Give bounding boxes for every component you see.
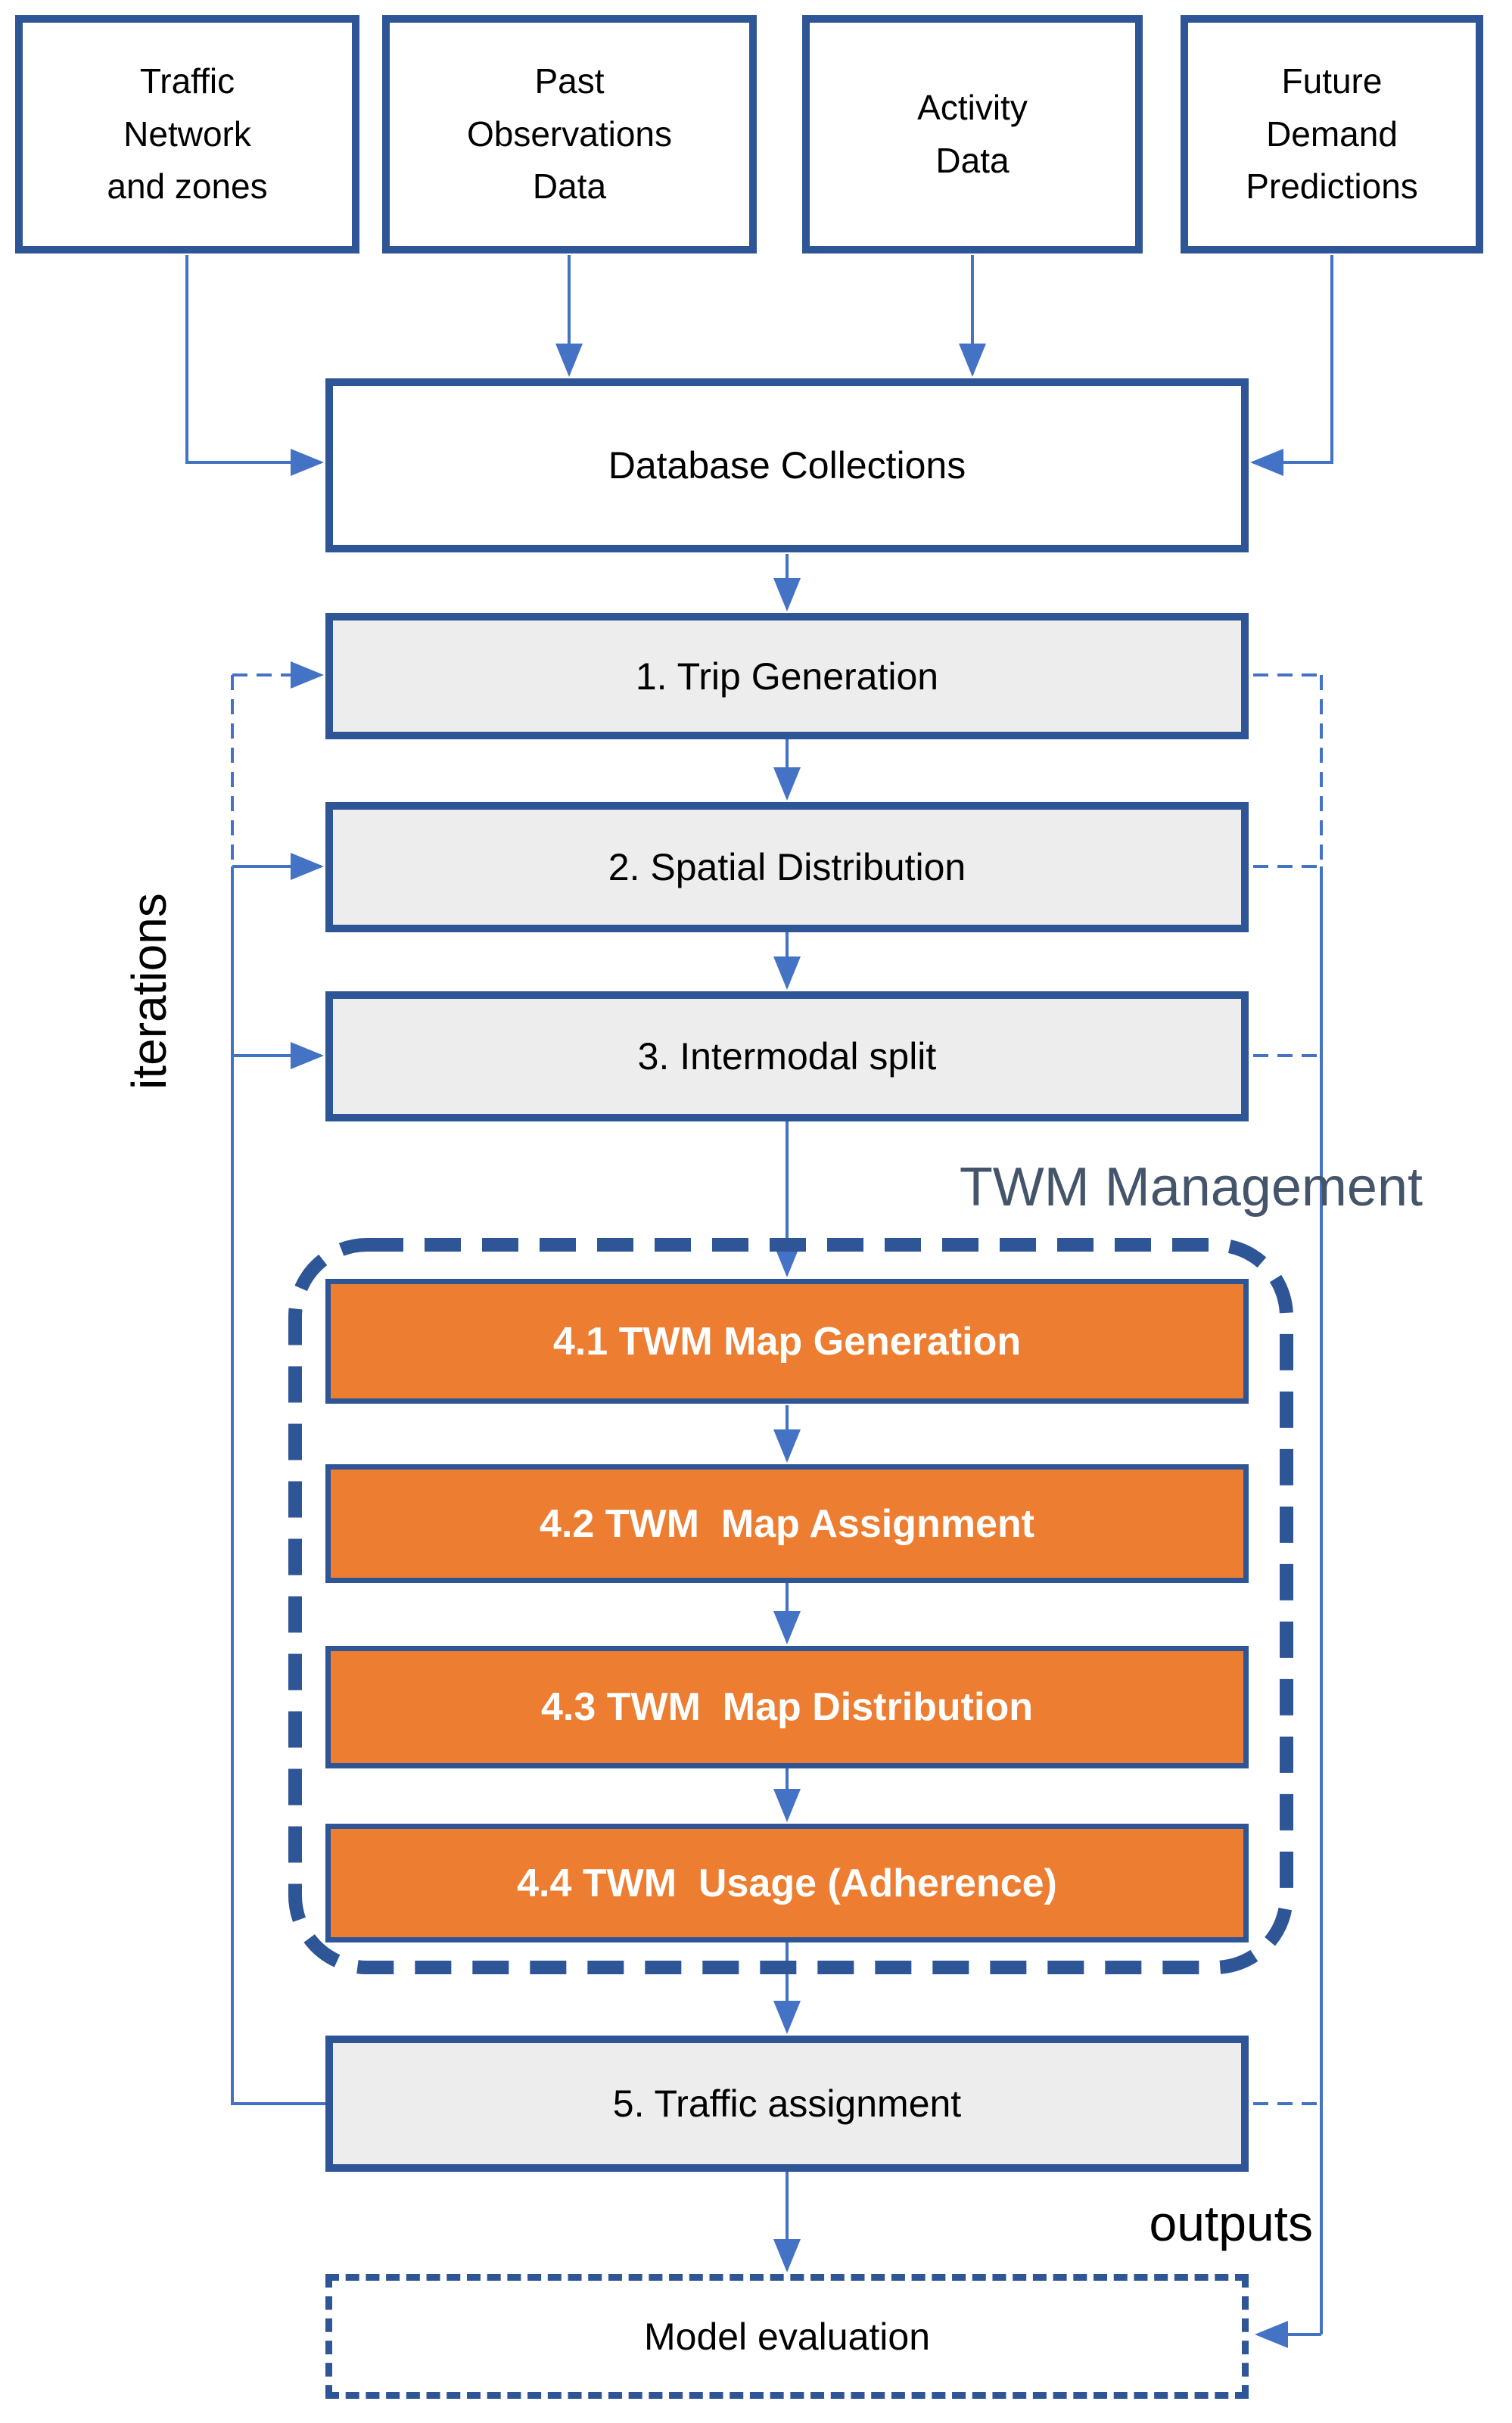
source-box-past-observations-label: Past Observations Data: [466, 61, 672, 207]
step-box-intermodal-split: 3. Intermodal split: [325, 991, 1249, 1121]
twm-box-usage-adherence: 4.4 TWM Usage (Adherence): [325, 1824, 1249, 1942]
source-box-future-demand-label: Future Demand Predictions: [1246, 61, 1418, 207]
twm-map-assignment-label: 4.2 TWM Map Assignment: [540, 1501, 1034, 1546]
step-box-traffic-assignment: 5. Traffic assignment: [325, 2036, 1249, 2172]
outputs-label: outputs: [1149, 2195, 1314, 2251]
source-box-activity-data-label: Activity Data: [917, 87, 1028, 180]
twm-management-title: TWM Management: [959, 1157, 1423, 1218]
twm-map-generation-label: 4.1 TWM Map Generation: [552, 1319, 1022, 1364]
source-box-activity-data: Activity Data: [802, 15, 1143, 253]
source-box-traffic-network-label: Traffic Network and zones: [107, 61, 268, 207]
twm-map-distribution-label: 4.3 TWM Map Distribution: [541, 1685, 1033, 1729]
step-trip-generation-label: 1. Trip Generation: [635, 655, 939, 698]
database-collections-box: Database Collections: [325, 378, 1249, 552]
database-collections-label: Database Collections: [608, 444, 966, 487]
source-box-past-observations: Past Observations Data: [382, 15, 757, 253]
step-box-trip-generation: 1. Trip Generation: [325, 613, 1249, 739]
source-box-traffic-network: Traffic Network and zones: [15, 15, 359, 253]
twm-box-map-generation: 4.1 TWM Map Generation: [325, 1279, 1249, 1404]
twm-management-dashed-frame: [288, 1238, 1293, 1974]
step-box-spatial-distribution: 2. Spatial Distribution: [325, 802, 1249, 932]
step-intermodal-split-label: 3. Intermodal split: [637, 1035, 937, 1078]
model-evaluation-label: Model evaluation: [643, 2315, 931, 2358]
iterations-label: iterations: [122, 893, 176, 1090]
arrow-future-demand-to-database: [1250, 255, 1333, 476]
iteration-line-left-solid: [231, 866, 328, 2105]
step-spatial-distribution-label: 2. Spatial Distribution: [608, 846, 966, 888]
model-evaluation-box: Model evaluation: [325, 2274, 1249, 2399]
step-traffic-assignment-label: 5. Traffic assignment: [612, 2082, 962, 2125]
arrow-traffic-network-to-database: [185, 255, 324, 476]
twm-box-map-distribution: 4.3 TWM Map Distribution: [325, 1646, 1249, 1768]
twm-box-map-assignment: 4.2 TWM Map Assignment: [325, 1464, 1249, 1583]
twm-usage-adherence-label: 4.4 TWM Usage (Adherence): [517, 1861, 1057, 1905]
source-box-future-demand: Future Demand Predictions: [1181, 15, 1483, 253]
